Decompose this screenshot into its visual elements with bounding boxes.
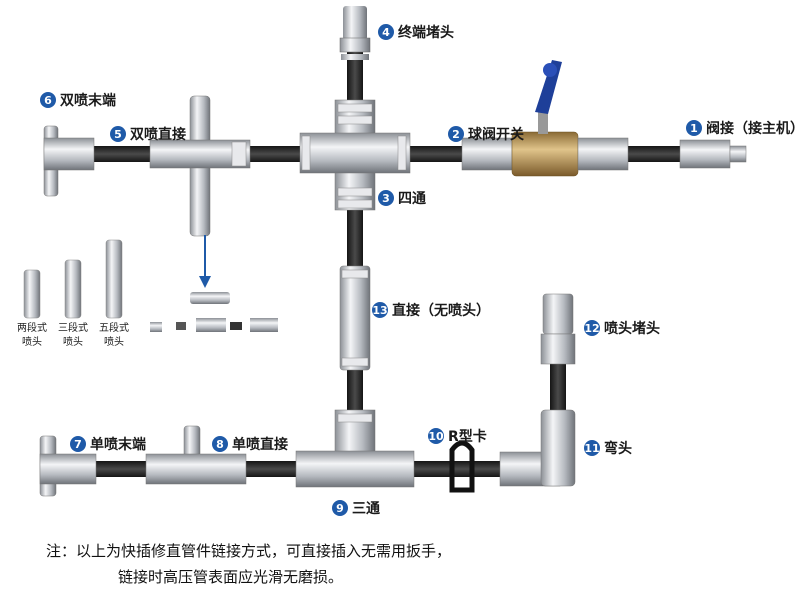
single-spray-straight-fitting xyxy=(145,425,247,485)
label-r-clip: 10 R型卡 xyxy=(428,426,487,446)
nozzle-caption-3stage: 三段式 喷头 xyxy=(53,322,93,350)
ball-valve-fitting xyxy=(461,60,629,177)
nozzle-samples xyxy=(23,239,123,319)
label-single-spray-end: 7 单喷末端 xyxy=(70,434,146,454)
caption-line: 两段式 xyxy=(17,323,47,334)
arrow-head xyxy=(199,276,211,288)
main-connector-fitting xyxy=(679,139,747,169)
straight-connector-fitting xyxy=(339,265,371,371)
label-elbow: 11 弯头 xyxy=(584,438,632,458)
badge-1: 1 xyxy=(686,120,702,136)
nozzle-exploded-parts xyxy=(150,292,278,332)
badge-10: 10 xyxy=(428,428,444,444)
label-text: 直接（无喷头） xyxy=(392,303,490,319)
label-single-spray-straight: 8 单喷直接 xyxy=(212,434,288,454)
nozzle-plug-fitting xyxy=(540,293,576,365)
label-end-plug: 4 终端堵头 xyxy=(378,22,454,42)
label-text: 双喷直接 xyxy=(130,127,186,143)
badge-2: 2 xyxy=(448,126,464,142)
caption-line: 喷头 xyxy=(63,337,83,348)
label-double-spray-end: 6 双喷末端 xyxy=(40,90,116,110)
label-cross: 3 四通 xyxy=(378,188,426,208)
double-spray-straight-fitting xyxy=(149,95,251,237)
double-spray-end-fitting xyxy=(43,125,95,197)
badge-12: 12 xyxy=(584,320,600,336)
cross-fitting xyxy=(299,99,411,211)
nozzle-caption-2stage: 两段式 喷头 xyxy=(12,322,52,350)
label-text: 双喷末端 xyxy=(60,93,116,109)
caption-line: 三段式 xyxy=(58,323,88,334)
nozzle-caption-5stage: 五段式 喷头 xyxy=(94,322,134,350)
single-spray-end-fitting xyxy=(39,435,97,497)
label-text: 三通 xyxy=(352,501,380,517)
label-ball-valve: 2 球阀开关 xyxy=(448,124,524,144)
badge-13: 13 xyxy=(372,302,388,318)
caption-line: 五段式 xyxy=(99,323,129,334)
label-text: 喷头堵头 xyxy=(604,321,660,337)
label-text: 单喷末端 xyxy=(90,437,146,453)
badge-8: 8 xyxy=(212,436,228,452)
label-text: 单喷直接 xyxy=(232,437,288,453)
badge-7: 7 xyxy=(70,436,86,452)
label-straight-connector: 13 直接（无喷头） xyxy=(372,300,490,320)
label-text: R型卡 xyxy=(448,429,487,445)
label-text: 终端堵头 xyxy=(398,25,454,41)
elbow-fitting xyxy=(499,409,576,487)
note-line-1: 注：以上为快插修直管件链接方式，可直接插入无需用扳手， xyxy=(46,542,452,560)
label-valve-connector: 1 阀接（接主机） xyxy=(686,118,800,138)
tee-fitting xyxy=(295,409,415,488)
label-tee: 9 三通 xyxy=(332,498,380,518)
label-text: 阀接（接主机） xyxy=(706,121,800,137)
caption-line: 喷头 xyxy=(104,337,124,348)
badge-3: 3 xyxy=(378,190,394,206)
badge-4: 4 xyxy=(378,24,394,40)
badge-11: 11 xyxy=(584,440,600,456)
badge-5: 5 xyxy=(110,126,126,142)
label-nozzle-plug: 12 喷头堵头 xyxy=(584,318,660,338)
label-text: 弯头 xyxy=(604,441,632,457)
badge-9: 9 xyxy=(332,500,348,516)
label-text: 球阀开关 xyxy=(468,127,524,143)
r-clip xyxy=(449,440,475,493)
end-plug-fitting xyxy=(339,6,371,60)
hose-lines xyxy=(60,50,700,477)
caption-line: 喷头 xyxy=(22,337,42,348)
badge-6: 6 xyxy=(40,92,56,108)
label-double-spray-straight: 5 双喷直接 xyxy=(110,124,186,144)
note-line-2: 链接时高压管表面应光滑无磨损。 xyxy=(118,568,344,586)
label-text: 四通 xyxy=(398,191,426,207)
